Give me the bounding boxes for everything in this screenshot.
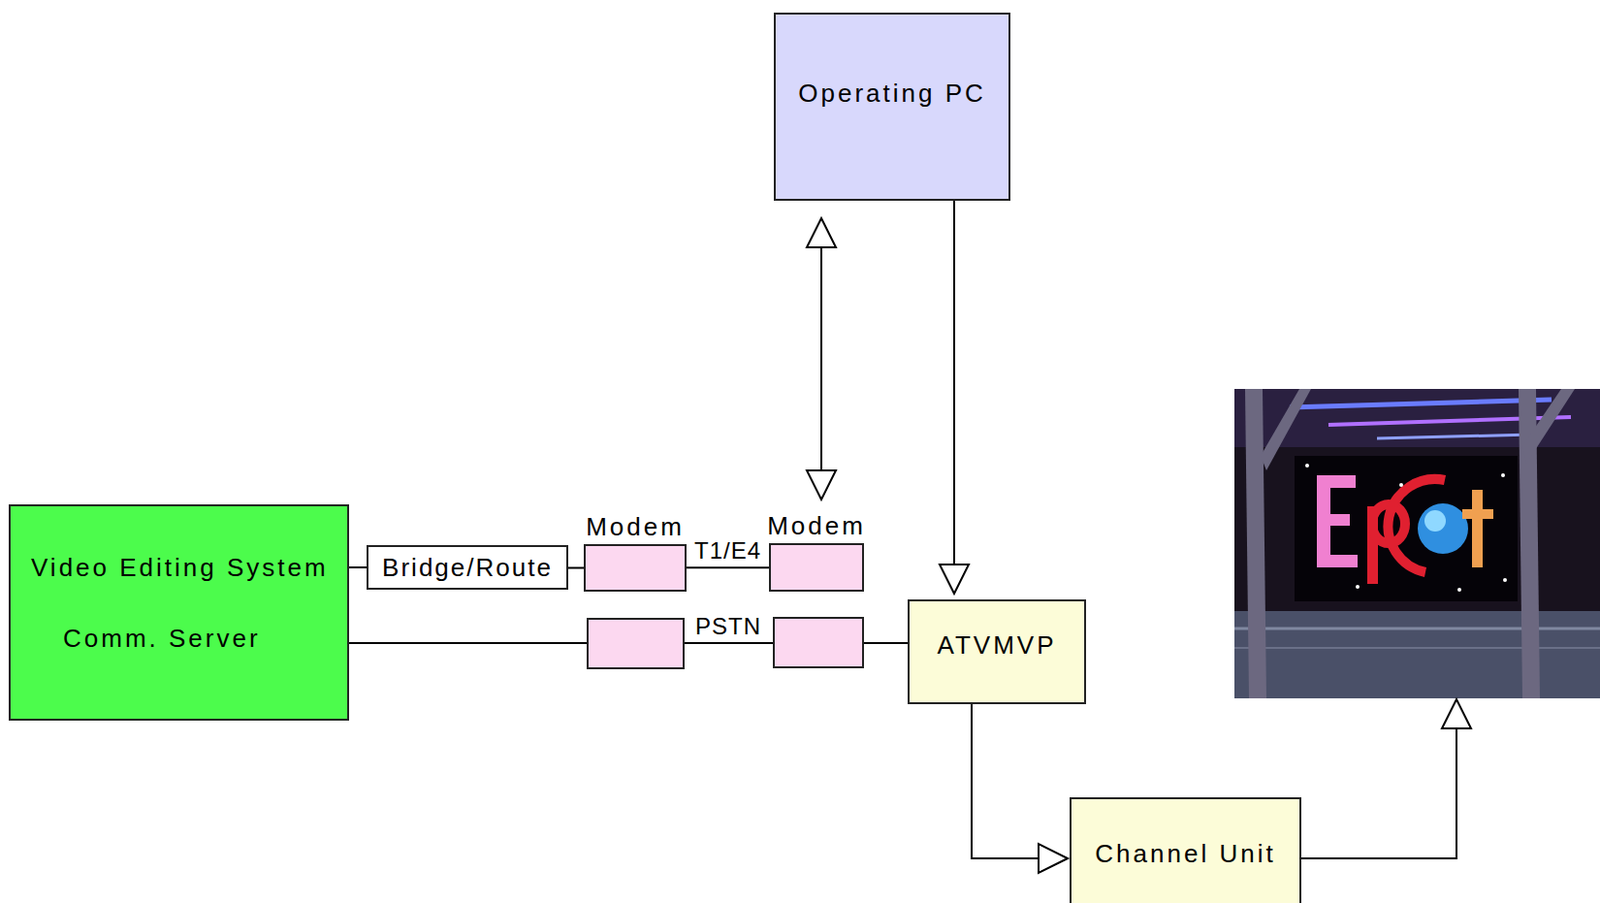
sign-letter xyxy=(1387,479,1445,573)
sign-letter xyxy=(1472,489,1483,568)
output-wire xyxy=(1301,728,1457,859)
modem-label: Modem xyxy=(767,511,866,541)
star xyxy=(1305,463,1310,468)
connector-line xyxy=(349,566,367,569)
connector xyxy=(806,218,836,500)
arrow-head xyxy=(806,218,836,248)
box-label: ATVMVP xyxy=(937,630,1057,660)
pillar xyxy=(1260,388,1312,471)
connector-line xyxy=(568,567,584,570)
modem-unit: Modem xyxy=(767,511,866,592)
modem-box xyxy=(587,618,684,669)
floor xyxy=(1234,610,1600,699)
connector-line xyxy=(971,704,1039,859)
connector-line xyxy=(820,247,823,471)
modem-unit: Modem xyxy=(583,512,687,592)
pc-box: Operating PC xyxy=(773,12,1011,201)
modem-box xyxy=(583,544,687,592)
modem-box xyxy=(768,543,864,592)
star xyxy=(1399,482,1404,487)
sign-letter xyxy=(1462,509,1494,519)
router-box: Bridge/Route xyxy=(366,544,569,590)
pillar xyxy=(1245,388,1267,699)
sign-photo xyxy=(1234,388,1600,699)
connector xyxy=(971,704,1068,873)
box-label: Bridge/Route xyxy=(382,552,553,582)
pillar xyxy=(1522,388,1575,464)
sign-letter xyxy=(1316,554,1358,568)
sign-letter xyxy=(1316,475,1356,488)
photo-ground xyxy=(1234,388,1600,699)
edge-label: T1/E4 xyxy=(693,538,763,564)
star xyxy=(1457,587,1462,592)
modem-box xyxy=(773,617,864,668)
sign-letter xyxy=(1316,513,1350,526)
sign-panel xyxy=(1294,455,1518,602)
star xyxy=(1355,584,1360,589)
railing xyxy=(1234,627,1600,631)
connector-line xyxy=(953,200,956,565)
star xyxy=(1503,577,1507,582)
arrow-head xyxy=(939,564,969,594)
box-label: Operating PC xyxy=(798,78,987,108)
server-box: Video Editing SystemComm. Server xyxy=(8,504,350,721)
connector xyxy=(568,567,584,569)
arrow-head xyxy=(806,470,836,500)
globe xyxy=(1424,510,1446,532)
star xyxy=(1501,473,1505,478)
channel-unit-box: Channel Unit xyxy=(1069,797,1302,903)
edge-label: PSTN xyxy=(694,613,763,640)
railing xyxy=(1234,646,1600,649)
controller-box: ATVMVP xyxy=(907,599,1087,704)
connector-line xyxy=(686,566,769,569)
light-tube xyxy=(1376,434,1533,439)
connector xyxy=(686,567,769,569)
globe xyxy=(1417,503,1469,554)
box-label: Comm. Server xyxy=(63,623,261,653)
connector xyxy=(349,567,367,569)
box-label: Channel Unit xyxy=(1094,838,1276,868)
arrow-head xyxy=(1441,699,1472,729)
connector xyxy=(939,200,969,594)
light-tube xyxy=(1289,399,1552,408)
arrow-head xyxy=(1038,843,1068,873)
box-label: Video Editing System xyxy=(31,552,329,582)
modem-label: Modem xyxy=(585,512,685,542)
